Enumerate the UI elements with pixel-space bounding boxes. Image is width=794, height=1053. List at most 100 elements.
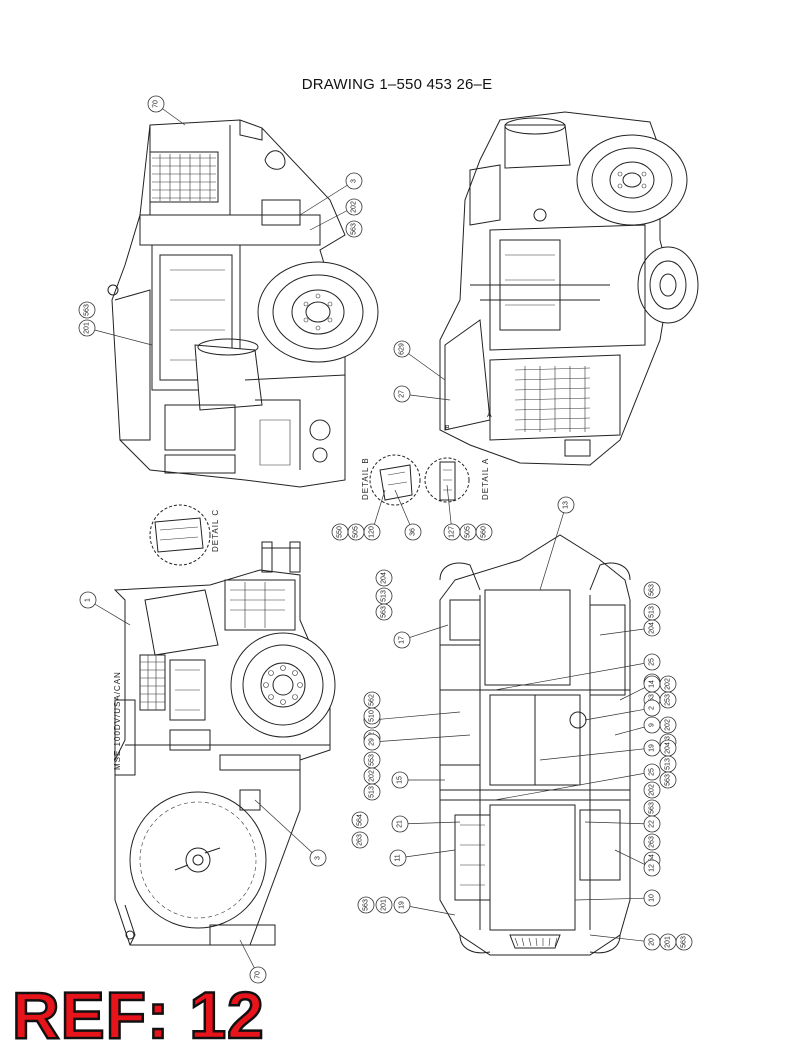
callout-c253: 253 [659, 691, 677, 709]
callout-c29: 29 [363, 733, 471, 751]
callout-number: 11 [395, 854, 402, 861]
callout-number: 560 [481, 526, 488, 538]
callout-c2: 2 [584, 699, 661, 721]
callout-bubble [351, 811, 369, 829]
callout-leader [584, 707, 653, 721]
callout-c505b: 505 [459, 523, 477, 541]
callout-bubble [391, 771, 409, 789]
callout-c513d: 513 [363, 783, 381, 801]
callout-number: 3 [351, 179, 358, 183]
detail-c-label: DETAIL C [211, 509, 220, 552]
callout-number: 505 [465, 526, 472, 538]
view-isometric-right: A B [439, 111, 699, 466]
callout-number: 513 [369, 786, 376, 798]
view-side: MSE 100DV/USA/CAN [113, 541, 336, 946]
callout-bubble [404, 523, 422, 541]
callout-number: 202 [665, 719, 672, 731]
callout-c204c: 204 [659, 739, 677, 757]
callout-bubble [659, 771, 677, 789]
callout-number: 550 [337, 526, 344, 538]
callout-number: 25 [649, 658, 656, 666]
wheel-side [230, 632, 336, 738]
callout-number: 563 [351, 223, 358, 235]
callout-leader [599, 627, 653, 636]
view-isometric-left [107, 119, 379, 488]
callout-number: 563 [665, 774, 672, 786]
callout-bubble [643, 603, 661, 621]
callout-number: 564 [357, 814, 364, 826]
view-plan [439, 534, 631, 956]
callout-number: 3 [315, 856, 322, 860]
callout-number: 15 [397, 776, 404, 784]
callout-bubble [643, 815, 661, 833]
callout-leader [371, 711, 461, 721]
grille-right [514, 366, 591, 432]
callout-bubble [643, 889, 661, 907]
callout-bubble [557, 496, 575, 514]
callout-c263b: 263 [643, 833, 661, 851]
callout-number: 505 [353, 526, 360, 538]
callout-c14: 14 [619, 675, 661, 701]
callout-c19: 19 [539, 739, 661, 761]
callout-leader [401, 904, 456, 916]
callout-leader [539, 747, 653, 761]
callout-number: 563 [649, 802, 656, 814]
callout-number: 204 [649, 622, 656, 634]
callout-c202d: 202 [659, 716, 677, 734]
callout-c25a: 25 [494, 653, 661, 691]
callout-c202c: 202 [659, 675, 677, 693]
callout-number: 513 [649, 606, 656, 618]
callout-number: 36 [410, 528, 417, 536]
callout-bubble [375, 896, 393, 914]
callout-bubble [345, 220, 363, 238]
callout-c204a: 204 [375, 569, 393, 587]
callout-number: 22 [649, 820, 656, 828]
drawing-title: DRAWING 1–550 453 26–E [301, 76, 493, 93]
detail-a: DETAIL A [424, 457, 490, 503]
callout-bubble [249, 966, 267, 984]
callout-number: 12 [649, 864, 656, 872]
callout-bubble [393, 385, 411, 403]
ref-label: REF: 12 [11, 978, 265, 1052]
detail-b: DETAIL B [361, 454, 421, 506]
callout-leader [371, 734, 471, 743]
callout-leader [397, 849, 456, 859]
callout-bubble [375, 569, 393, 587]
callout-bubble [675, 933, 693, 951]
callout-bubble [643, 833, 661, 851]
callout-leader [254, 799, 319, 859]
callout-bubble [389, 849, 407, 867]
callout-bubble [363, 733, 381, 751]
callout-c11: 11 [389, 849, 456, 867]
callout-bubble [643, 781, 661, 799]
callout-number: 201 [84, 322, 91, 334]
callout-leader [574, 897, 653, 901]
callout-number: 1 [85, 598, 92, 602]
callout-number: 29 [369, 738, 376, 746]
callout-c10: 10 [574, 889, 661, 907]
callout-c21: 21 [391, 815, 461, 833]
callout-number: 70 [255, 971, 262, 979]
callout-c563c: 563 [375, 603, 393, 621]
callout-number: 19 [649, 744, 656, 752]
callout-c36: 36 [394, 489, 422, 541]
callout-number: 17 [399, 636, 406, 644]
callout-number: 562 [369, 694, 376, 706]
callout-number: 202 [649, 784, 656, 796]
callout-bubble [375, 603, 393, 621]
callout-c563i: 563 [675, 933, 693, 951]
callout-number: 9 [649, 723, 656, 727]
callout-bubble [78, 319, 96, 337]
callout-number: 204 [665, 742, 672, 754]
callout-c20: 20 [589, 933, 661, 951]
callout-number: 510 [369, 710, 376, 722]
callout-number: 204 [381, 572, 388, 584]
callout-number: 13 [563, 501, 570, 509]
callout-c127: 127 [443, 484, 461, 541]
callout-leader [86, 327, 153, 346]
callout-c1: 1 [79, 591, 131, 626]
callout-c17: 17 [393, 624, 449, 649]
callout-number: 253 [665, 694, 672, 706]
callout-c120: 120 [363, 489, 386, 541]
